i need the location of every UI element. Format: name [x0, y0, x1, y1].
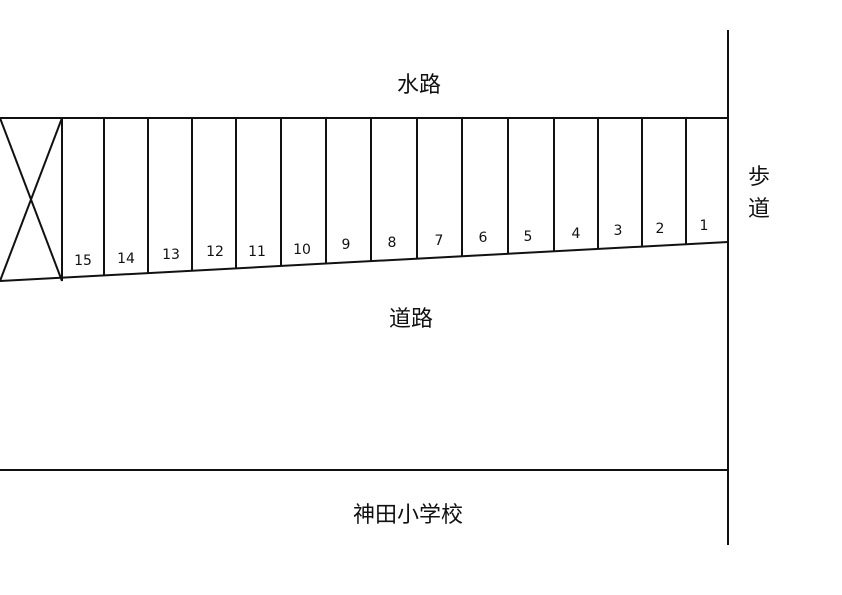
stall-dividers — [61, 118, 687, 281]
stall-number-8: 8 — [387, 235, 397, 251]
stall-number-14: 14 — [117, 251, 135, 267]
parking-front-line — [0, 241, 729, 282]
stall-number-7: 7 — [434, 233, 444, 249]
sidewalk-label-char-1: 歩 — [748, 165, 771, 190]
stall-number-5: 5 — [523, 229, 533, 245]
sidewalk-label: 歩 道 — [748, 167, 770, 221]
stall-number-1: 1 — [699, 218, 709, 234]
waterway-label: 水路 — [397, 73, 442, 98]
stall-number-3: 3 — [613, 223, 623, 239]
stall-number-2: 2 — [655, 221, 665, 237]
stall-number-12: 12 — [206, 244, 224, 260]
road-label: 道路 — [389, 307, 434, 332]
school-label: 神田小学校 — [353, 503, 464, 528]
stall-number-6: 6 — [478, 230, 488, 246]
stall-number-10: 10 — [293, 242, 311, 258]
stall-number-4: 4 — [571, 226, 581, 242]
stall-number-13: 13 — [162, 247, 180, 263]
stall-number-9: 9 — [341, 237, 351, 253]
closed-slot-x-icon — [0, 117, 63, 282]
sidewalk-label-char-2: 道 — [748, 197, 771, 222]
stall-number-11: 11 — [248, 244, 266, 260]
stall-number-15: 15 — [74, 253, 92, 269]
